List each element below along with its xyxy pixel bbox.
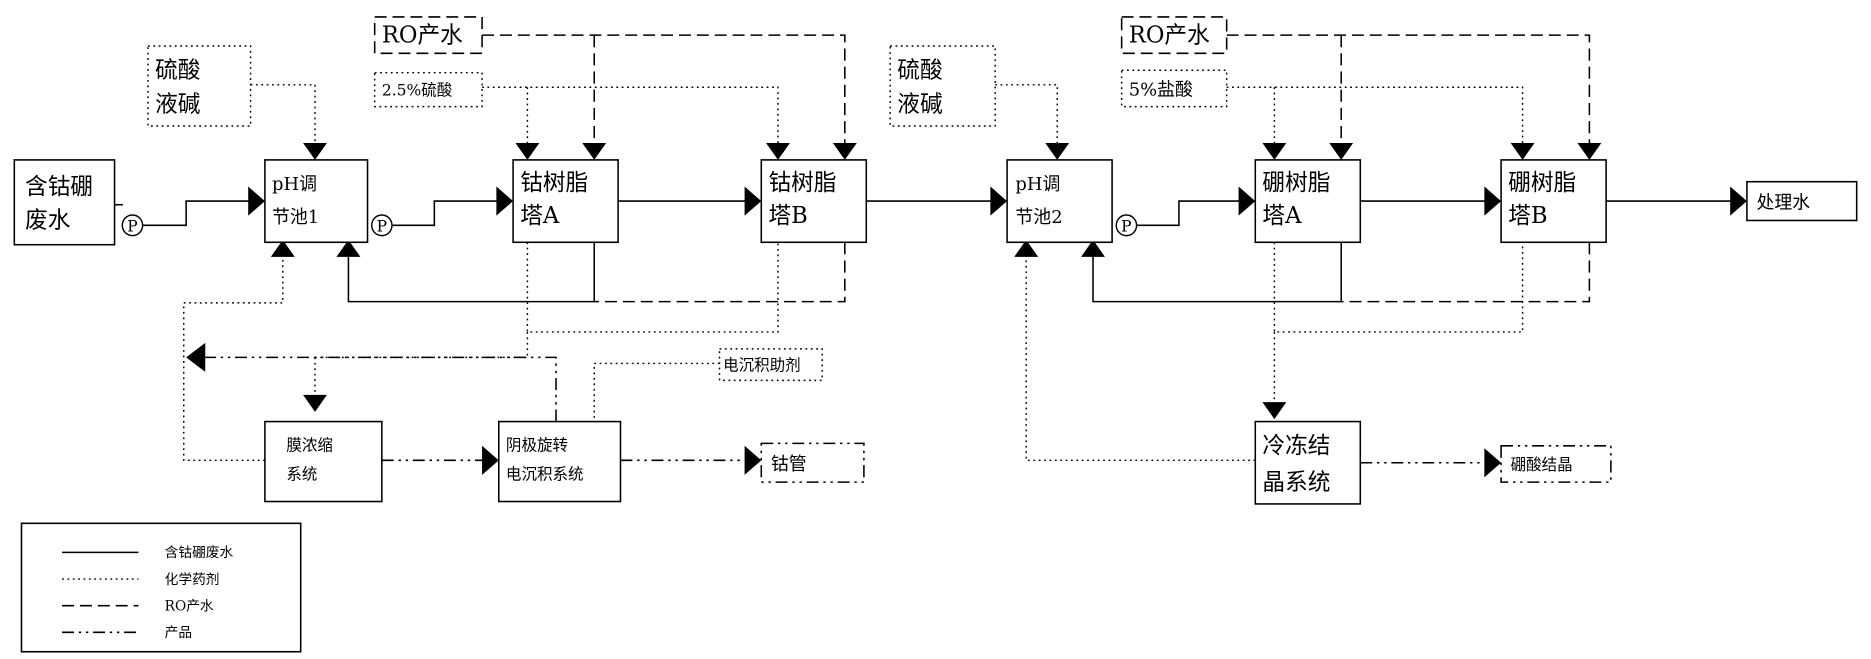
cobalt-resin-tower-a-box: 钴树脂 塔A xyxy=(512,159,619,244)
cobalt-boron-wastewater-box: 含钴硼 废水 xyxy=(13,159,116,246)
hydrochloric-acid-5-box: 5%盐酸 xyxy=(1120,69,1228,108)
ro-water-box-1: RO产水 xyxy=(373,16,483,55)
svg-text:钴管: 钴管 xyxy=(771,454,807,475)
boric-acid-crystal-product-box: 硼酸结晶 xyxy=(1500,445,1612,483)
sulfuric-acid-2-5-box: 2.5%硫酸 xyxy=(373,71,483,108)
svg-text:系统: 系统 xyxy=(286,465,317,484)
legend-item-solid: 含钴硼废水 xyxy=(62,545,233,561)
boron-resin-tower-b-box: 硼树脂 塔B xyxy=(1500,159,1607,244)
ph-adjust-tank-2-box: pH调 节池2 xyxy=(1006,159,1113,244)
membrane-concentration-system-box: 膜浓缩 系统 xyxy=(264,420,383,503)
svg-text:膜浓缩: 膜浓缩 xyxy=(286,436,333,455)
svg-text:节池1: 节池1 xyxy=(272,207,319,228)
svg-text:电沉积助剂: 电沉积助剂 xyxy=(723,356,801,375)
svg-text:pH调: pH调 xyxy=(1015,174,1060,195)
svg-text:冷冻结: 冷冻结 xyxy=(1262,433,1330,459)
svg-text:2.5%硫酸: 2.5%硫酸 xyxy=(382,81,453,100)
svg-text:硼树脂: 硼树脂 xyxy=(1508,170,1576,196)
cobalt-tube-product-box: 钴管 xyxy=(760,442,865,483)
svg-text:塔B: 塔B xyxy=(1508,203,1547,229)
svg-text:5%盐酸: 5%盐酸 xyxy=(1129,80,1193,101)
svg-text:RO产水: RO产水 xyxy=(1129,22,1210,48)
svg-text:含钴硼: 含钴硼 xyxy=(25,174,93,200)
legend: 含钴硼废水 化学药剂 RO产水 产品 xyxy=(20,522,302,653)
pump-3: P xyxy=(1115,214,1138,237)
svg-text:液碱: 液碱 xyxy=(897,91,942,117)
sulfuric-acid-caustic-box-2: 硫酸 液碱 xyxy=(889,45,996,127)
pump-1: P xyxy=(121,214,144,237)
svg-text:硼树脂: 硼树脂 xyxy=(1262,170,1330,196)
svg-text:RO产水: RO产水 xyxy=(382,22,463,48)
svg-text:废水: 废水 xyxy=(25,208,70,234)
svg-text:含钴硼废水: 含钴硼废水 xyxy=(165,545,234,561)
ro-water-box-2: RO产水 xyxy=(1120,16,1228,55)
pump-label: P xyxy=(1121,216,1131,235)
legend-item-dash-dot: 产品 xyxy=(62,625,192,641)
legend-item-dotted: 化学药剂 xyxy=(62,572,220,588)
legend-item-dashed: RO产水 xyxy=(62,598,214,615)
svg-text:硼酸结晶: 硼酸结晶 xyxy=(1511,455,1573,474)
treated-water-box: 处理水 xyxy=(1746,180,1858,222)
svg-text:节池2: 节池2 xyxy=(1015,207,1062,228)
boron-resin-tower-a-box: 硼树脂 塔A xyxy=(1254,159,1362,244)
svg-text:硫酸: 硫酸 xyxy=(155,57,200,83)
main-water-lines xyxy=(114,200,1733,303)
svg-text:产品: 产品 xyxy=(165,625,192,641)
cathode-rotating-electrodeposition-box: 阴极旋转 电沉积系统 xyxy=(497,420,622,503)
svg-text:电沉积系统: 电沉积系统 xyxy=(506,465,584,484)
pump-2: P xyxy=(370,214,393,237)
svg-text:RO产水: RO产水 xyxy=(165,598,214,614)
svg-text:液碱: 液碱 xyxy=(155,91,200,117)
pump-label: P xyxy=(127,216,137,235)
chemical-lines xyxy=(183,84,1524,462)
ro-water-lines xyxy=(482,34,1591,303)
arrowheads xyxy=(186,142,1747,478)
svg-text:钴树脂: 钴树脂 xyxy=(768,170,836,196)
svg-text:阴极旋转: 阴极旋转 xyxy=(506,436,568,455)
ph-adjust-tank-1-box: pH调 节池1 xyxy=(264,159,369,244)
pump-label: P xyxy=(377,216,387,235)
svg-text:钴树脂: 钴树脂 xyxy=(520,170,588,196)
svg-text:硫酸: 硫酸 xyxy=(897,57,942,83)
svg-text:pH调: pH调 xyxy=(272,174,317,195)
electrodeposition-aid-box: 电沉积助剂 xyxy=(718,348,823,382)
svg-text:塔B: 塔B xyxy=(768,203,807,229)
svg-text:塔A: 塔A xyxy=(1262,203,1302,229)
product-lines xyxy=(205,356,1487,464)
freeze-crystallization-system-box: 冷冻结 晶系统 xyxy=(1254,420,1362,505)
sulfuric-acid-caustic-box-1: 硫酸 液碱 xyxy=(147,45,252,127)
svg-text:处理水: 处理水 xyxy=(1756,192,1810,213)
svg-text:晶系统: 晶系统 xyxy=(1262,469,1330,495)
svg-text:化学药剂: 化学药剂 xyxy=(165,572,220,588)
cobalt-resin-tower-b-box: 钴树脂 塔B xyxy=(760,159,868,244)
svg-text:塔A: 塔A xyxy=(520,203,560,229)
